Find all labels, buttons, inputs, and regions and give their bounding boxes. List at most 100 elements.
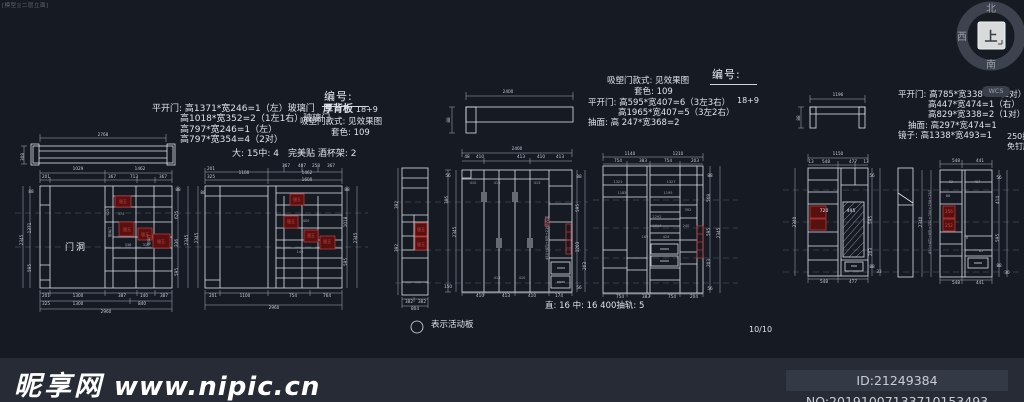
svg-text:78: 78 [964, 236, 969, 240]
compass-north-label[interactable]: 北 [986, 3, 996, 15]
svg-text:495: 495 [847, 208, 856, 214]
dim-column-de [576, 170, 586, 292]
viewcube[interactable]: 北 西 南 上 [951, 0, 1024, 78]
watermark-site-url: www.nipic.cn [114, 372, 321, 402]
svg-text:477: 477 [849, 279, 857, 284]
drawing-top-rail-right [798, 95, 866, 129]
hardware-counts-bottom: 直: 16 中: 16 400抽轨: 5 [545, 301, 645, 311]
watermark-site-name: 昵享网 [14, 371, 104, 402]
svg-text:754: 754 [668, 294, 676, 299]
drawing-top-rail-left [21, 134, 176, 166]
svg-text:13: 13 [863, 159, 869, 164]
svg-text:413: 413 [534, 181, 541, 185]
svg-text:88: 88 [28, 189, 34, 194]
drawing-wardrobe-e [602, 153, 721, 297]
dim-column-cd [445, 169, 457, 293]
svg-text:754: 754 [664, 158, 672, 163]
drawing-top-rail-middle [449, 92, 574, 134]
spec-block-right: 平开门: 高785*宽338=2（1对） 高447*宽474=1（右） 高829… [898, 90, 1024, 141]
svg-text:1018: 1018 [343, 216, 348, 227]
svg-text:1300: 1300 [73, 301, 84, 306]
svg-text:367: 367 [159, 174, 167, 179]
svg-text:410: 410 [537, 154, 545, 159]
svg-text:56: 56 [576, 285, 582, 290]
drawing-canvas[interactable]: 3082768102914622013677133672345881371595… [0, 0, 1024, 358]
svg-text:203: 203 [582, 262, 587, 270]
svg-text:银玉: 银玉 [157, 238, 165, 244]
svg-text:1100: 1100 [239, 170, 250, 175]
svg-text:2960: 2960 [101, 309, 112, 314]
svg-text:1300: 1300 [73, 293, 84, 298]
color-code-mid: 套色: 109 [634, 87, 673, 97]
svg-text:450+4内+8外+2165内顶: 450+4内+8外+2165内顶 [544, 216, 549, 260]
svg-text:387: 387 [118, 293, 126, 298]
svg-text:387: 387 [160, 293, 168, 298]
svg-text:383: 383 [639, 158, 647, 163]
svg-text:银玉: 银玉 [307, 232, 315, 238]
svg-text:548: 548 [952, 280, 960, 285]
svg-text:413: 413 [494, 181, 501, 185]
board-name: 厚背板 [323, 104, 353, 115]
spec-line: 高797*宽246=1（左） [180, 124, 278, 135]
page-number: 10/10 [749, 325, 773, 334]
svg-text:336: 336 [125, 243, 133, 247]
svg-text:玻璃门: 玻璃门 [107, 226, 112, 237]
spec-line: 镜子: 高1338*宽493=1 [898, 130, 993, 141]
svg-text:2345: 2345 [19, 234, 24, 245]
viewcube-top-face[interactable]: 上 [977, 21, 1006, 50]
svg-text:595: 595 [27, 264, 32, 272]
number-label-mid: 编号: [710, 66, 757, 85]
svg-text:162: 162 [642, 235, 649, 239]
svg-text:1029: 1029 [73, 166, 84, 171]
svg-text:595: 595 [174, 268, 179, 276]
watermark-text: 昵享网 www.nipic.cn [14, 364, 320, 402]
compass-south-label[interactable]: 南 [986, 58, 996, 71]
svg-text:201: 201 [42, 174, 50, 179]
svg-text:上: 上 [984, 30, 997, 45]
svg-text:325: 325 [42, 301, 50, 306]
svg-text:2345: 2345 [184, 234, 189, 245]
svg-text:392: 392 [685, 208, 692, 212]
svg-text:240: 240 [683, 224, 691, 228]
svg-text:467: 467 [974, 180, 981, 184]
svg-text:1462: 1462 [135, 166, 146, 171]
svg-text:477: 477 [849, 159, 857, 164]
svg-text:840: 840 [138, 301, 146, 306]
svg-text:325: 325 [207, 174, 215, 179]
svg-text:252: 252 [945, 223, 953, 228]
svg-text:201: 201 [207, 166, 215, 171]
svg-text:88: 88 [707, 173, 713, 178]
svg-text:414: 414 [995, 196, 1000, 204]
svg-text:713: 713 [130, 174, 138, 179]
board-suffix: 18+9 [355, 105, 378, 114]
note-glue: 免钉胶 [1007, 142, 1024, 151]
viewcube-compass-ring[interactable] [956, 1, 1024, 71]
svg-text:86: 86 [946, 194, 951, 198]
svg-text:88: 88 [996, 263, 1002, 268]
svg-text:2345: 2345 [353, 232, 358, 243]
svg-text:382: 382 [405, 299, 413, 304]
svg-text:367: 367 [108, 174, 116, 179]
svg-text:308: 308 [20, 153, 25, 161]
svg-text:门洞: 门洞 [65, 241, 87, 253]
svg-text:203: 203 [691, 158, 699, 163]
svg-text:2345: 2345 [452, 226, 457, 237]
svg-text:548: 548 [952, 158, 960, 163]
svg-text:595: 595 [706, 228, 711, 236]
svg-text:1100: 1100 [240, 293, 251, 298]
svg-text:413: 413 [517, 154, 525, 159]
svg-text:1462: 1462 [302, 170, 313, 175]
svg-text:413: 413 [494, 276, 501, 280]
compass-west-label[interactable]: 西 [957, 32, 967, 43]
svg-text:1600: 1600 [302, 177, 313, 182]
svg-text:银玉: 银玉 [417, 226, 425, 232]
layout-tab-label: [模型][二层立面] [2, 3, 49, 9]
door-style-mid: 吸塑门款式: 见效果图 [607, 76, 690, 86]
wcs-dropdown[interactable]: WCS [982, 86, 1010, 97]
svg-text:1327: 1327 [666, 180, 675, 184]
svg-text:754: 754 [616, 294, 624, 299]
svg-text:银玉: 银玉 [123, 226, 131, 232]
